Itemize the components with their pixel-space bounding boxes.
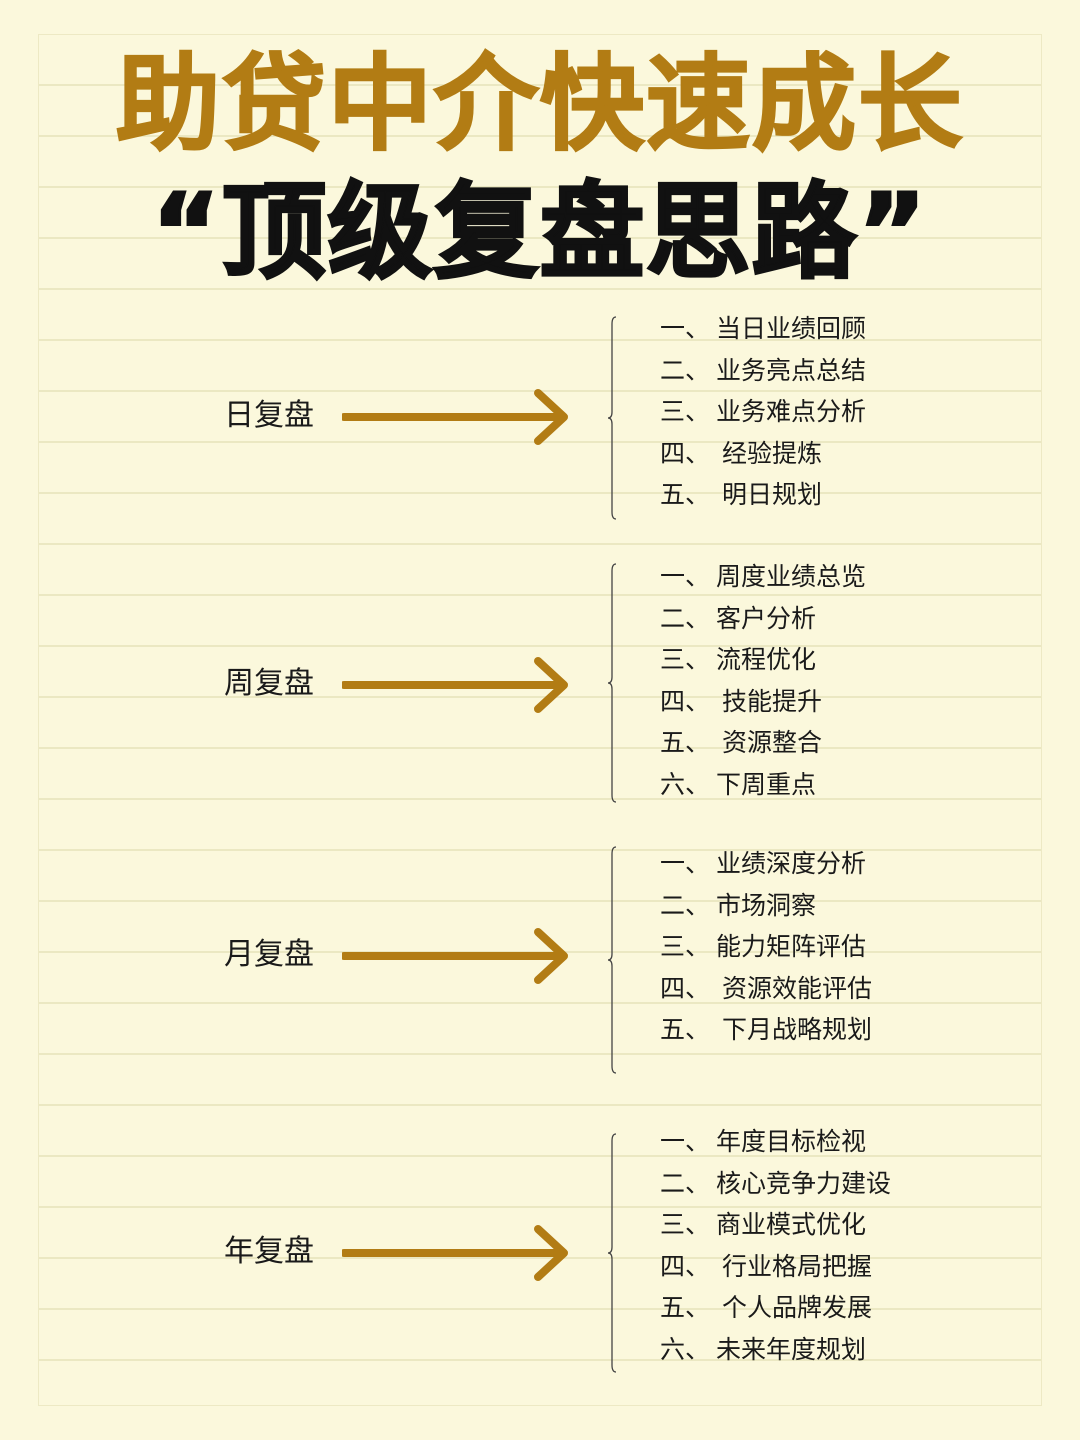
section-item-list: 一、年度目标检视二、核心竞争力建设三、商业模式优化四、行业格局把握五、个人品牌发… — [660, 1121, 891, 1371]
lined-paper-background — [38, 34, 1042, 1406]
arrow-right-icon — [342, 928, 568, 984]
list-item-text: 资源效能评估 — [722, 973, 873, 1003]
section-label: 年复盘 — [224, 1234, 314, 1269]
arrow-right-icon — [342, 389, 568, 445]
list-item-number: 三、 — [660, 397, 711, 427]
list-item-text: 周度业绩总览 — [716, 562, 867, 591]
list-item-text: 资源整合 — [722, 728, 823, 758]
list-item: 三、能力矩阵评估 — [660, 926, 872, 968]
section-item-list: 一、业绩深度分析二、市场洞察三、能力矩阵评估四、资源效能评估五、下月战略规划 — [660, 843, 872, 1051]
list-item-text: 业绩深度分析 — [716, 849, 867, 878]
list-item-text: 下月战略规划 — [722, 1015, 873, 1045]
list-item: 六、未来年度规划 — [660, 1329, 891, 1371]
list-item-text: 下周重点 — [716, 769, 817, 799]
list-item: 五、个人品牌发展 — [660, 1287, 891, 1329]
arrow-right-icon — [342, 1225, 568, 1281]
list-item-number: 四、 — [660, 686, 711, 716]
page-title: 助贷中介快速成长 — [115, 43, 964, 165]
list-item: 五、明日规划 — [660, 474, 866, 516]
list-item: 二、核心竞争力建设 — [660, 1163, 891, 1205]
list-item-text: 核心竞争力建设 — [716, 1168, 892, 1198]
list-item: 四、经验提炼 — [660, 433, 866, 475]
section-label: 日复盘 — [224, 398, 314, 433]
list-item-number: 五、 — [660, 1015, 711, 1045]
list-item: 一、年度目标检视 — [660, 1121, 891, 1163]
section-label: 月复盘 — [224, 937, 314, 972]
list-item-number: 四、 — [660, 438, 711, 468]
list-item-number: 一、 — [660, 314, 711, 343]
list-item-number: 二、 — [660, 603, 711, 633]
list-item: 五、资源整合 — [660, 722, 866, 764]
curly-brace-icon — [607, 846, 617, 1074]
list-item: 四、资源效能评估 — [660, 968, 872, 1010]
curly-brace-icon — [607, 1133, 617, 1373]
list-item-text: 客户分析 — [716, 603, 817, 633]
list-item-number: 四、 — [660, 1251, 711, 1281]
list-item-number: 六、 — [660, 1334, 711, 1364]
arrow-right-icon — [342, 657, 568, 713]
list-item-text: 商业模式优化 — [716, 1210, 867, 1240]
list-item: 三、流程优化 — [660, 639, 866, 681]
list-item-number: 四、 — [660, 973, 711, 1003]
list-item-text: 能力矩阵评估 — [716, 932, 867, 962]
list-item: 二、业务亮点总结 — [660, 350, 866, 392]
list-item-number: 五、 — [660, 480, 711, 510]
list-item: 四、行业格局把握 — [660, 1246, 891, 1288]
list-item-text: 市场洞察 — [716, 890, 817, 920]
list-item-number: 二、 — [660, 890, 711, 920]
list-item: 三、商业模式优化 — [660, 1204, 891, 1246]
list-item-text: 行业格局把握 — [722, 1251, 873, 1281]
list-item-text: 当日业绩回顾 — [716, 314, 867, 343]
list-item-text: 年度目标检视 — [716, 1127, 867, 1156]
list-item: 一、周度业绩总览 — [660, 556, 866, 598]
list-item-text: 经验提炼 — [722, 438, 823, 468]
curly-brace-icon — [607, 563, 617, 803]
list-item-text: 未来年度规划 — [716, 1334, 867, 1364]
list-item-text: 个人品牌发展 — [722, 1293, 873, 1323]
list-item-text: 技能提升 — [722, 686, 823, 716]
section-item-list: 一、周度业绩总览二、客户分析三、流程优化四、技能提升五、资源整合六、下周重点 — [660, 556, 866, 806]
list-item-number: 二、 — [660, 1168, 711, 1198]
list-item: 二、客户分析 — [660, 598, 866, 640]
list-item-text: 业务难点分析 — [716, 397, 867, 427]
list-item-number: 一、 — [660, 1127, 711, 1156]
list-item-number: 六、 — [660, 769, 711, 799]
list-item: 三、业务难点分析 — [660, 391, 866, 433]
list-item-text: 业务亮点总结 — [716, 355, 867, 385]
section-item-list: 一、当日业绩回顾二、业务亮点总结三、业务难点分析四、经验提炼五、明日规划 — [660, 308, 866, 516]
list-item-number: 三、 — [660, 645, 711, 675]
list-item-number: 三、 — [660, 1210, 711, 1240]
curly-brace-icon — [607, 316, 617, 520]
list-item-text: 明日规划 — [722, 480, 823, 510]
list-item: 二、市场洞察 — [660, 885, 872, 927]
list-item-number: 二、 — [660, 355, 711, 385]
list-item-number: 一、 — [660, 849, 711, 878]
section-label: 周复盘 — [224, 666, 314, 701]
list-item-number: 三、 — [660, 932, 711, 962]
list-item: 六、下周重点 — [660, 764, 866, 806]
list-item-number: 五、 — [660, 728, 711, 758]
list-item: 一、当日业绩回顾 — [660, 308, 866, 350]
list-item: 四、技能提升 — [660, 681, 866, 723]
list-item-text: 流程优化 — [716, 645, 817, 675]
list-item-number: 五、 — [660, 1293, 711, 1323]
list-item: 五、下月战略规划 — [660, 1009, 872, 1051]
page-subtitle: “顶级复盘思路” — [150, 170, 929, 295]
list-item: 一、业绩深度分析 — [660, 843, 872, 885]
list-item-number: 一、 — [660, 562, 711, 591]
